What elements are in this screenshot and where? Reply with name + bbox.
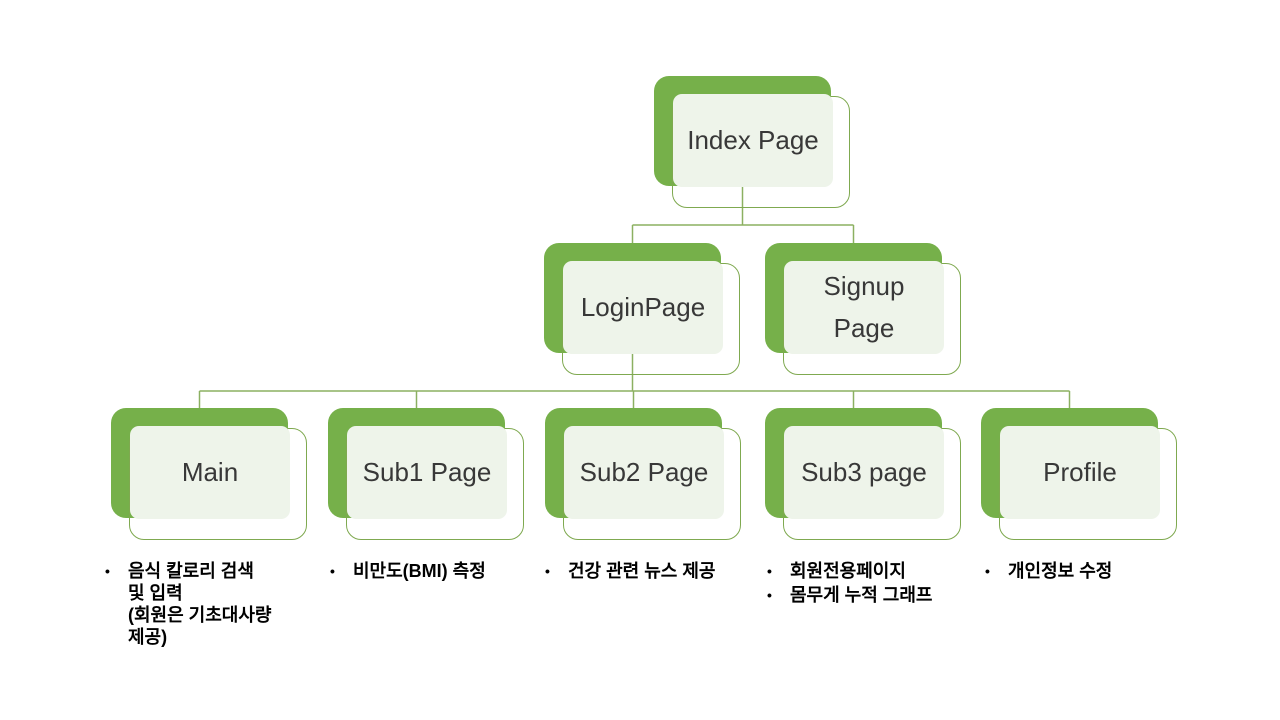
bullet-dot-icon: • bbox=[330, 563, 335, 579]
node-face: Signup Page bbox=[784, 261, 944, 354]
node-sub2-page: Sub2 Page bbox=[545, 408, 742, 540]
node-face: Profile bbox=[1000, 426, 1160, 519]
bullet-item: • 음식 칼로리 검색 및 입력 (회원은 기초대사량 제공) bbox=[100, 560, 320, 648]
node-label: Sub2 Page bbox=[579, 456, 709, 487]
node-label: Sub1 Page bbox=[362, 456, 492, 487]
node-sub3-page: Sub3 page bbox=[765, 408, 962, 540]
bullet-text: 회원전용페이지 bbox=[790, 561, 906, 581]
bullet-item: • 건강 관련 뉴스 제공 bbox=[540, 560, 765, 582]
node-label: Sub3 page bbox=[801, 456, 927, 487]
node-face: Index Page bbox=[673, 94, 833, 187]
node-index-page: Index Page bbox=[654, 76, 851, 208]
node-face: Main bbox=[130, 426, 290, 519]
bullet-dot-icon: • bbox=[105, 563, 110, 579]
bullet-list-profile: • 개인정보 수정 bbox=[980, 560, 1190, 584]
bullet-item: • 회원전용페이지 bbox=[762, 560, 992, 582]
bullet-dot-icon: • bbox=[545, 563, 550, 579]
bullet-text: 개인정보 수정 bbox=[1008, 561, 1113, 581]
node-label: Profile bbox=[1043, 456, 1117, 487]
node-label: LoginPage bbox=[580, 291, 706, 322]
node-face: Sub2 Page bbox=[564, 426, 724, 519]
bullet-dot-icon: • bbox=[767, 587, 772, 603]
node-label: Signup Page bbox=[823, 270, 905, 343]
bullet-list-sub2: • 건강 관련 뉴스 제공 bbox=[540, 560, 765, 584]
bullet-list-sub1: • 비만도(BMI) 측정 bbox=[325, 560, 540, 584]
bullet-item: • 비만도(BMI) 측정 bbox=[325, 560, 540, 582]
bullet-text: 건강 관련 뉴스 제공 bbox=[568, 561, 716, 581]
bullet-list-sub3: • 회원전용페이지 • 몸무게 누적 그래프 bbox=[762, 560, 992, 608]
node-face: LoginPage bbox=[563, 261, 723, 354]
bullet-text: 몸무게 누적 그래프 bbox=[790, 585, 933, 605]
bullet-list-main: • 음식 칼로리 검색 및 입력 (회원은 기초대사량 제공) bbox=[100, 560, 320, 650]
node-main-page: Main bbox=[111, 408, 308, 540]
bullet-text: 음식 칼로리 검색 및 입력 (회원은 기초대사량 제공) bbox=[128, 561, 272, 647]
bullet-text: 비만도(BMI) 측정 bbox=[353, 561, 486, 581]
node-face: Sub1 Page bbox=[347, 426, 507, 519]
bullet-item: • 몸무게 누적 그래프 bbox=[762, 584, 992, 606]
node-label: Index Page bbox=[687, 124, 819, 155]
bullet-dot-icon: • bbox=[985, 563, 990, 579]
node-sub1-page: Sub1 Page bbox=[328, 408, 525, 540]
bullet-item: • 개인정보 수정 bbox=[980, 560, 1190, 582]
node-label: Main bbox=[181, 456, 239, 487]
node-face: Sub3 page bbox=[784, 426, 944, 519]
node-profile-page: Profile bbox=[981, 408, 1178, 540]
node-login-page: LoginPage bbox=[544, 243, 741, 375]
bullet-dot-icon: • bbox=[767, 563, 772, 579]
node-signup-page: Signup Page bbox=[765, 243, 962, 375]
